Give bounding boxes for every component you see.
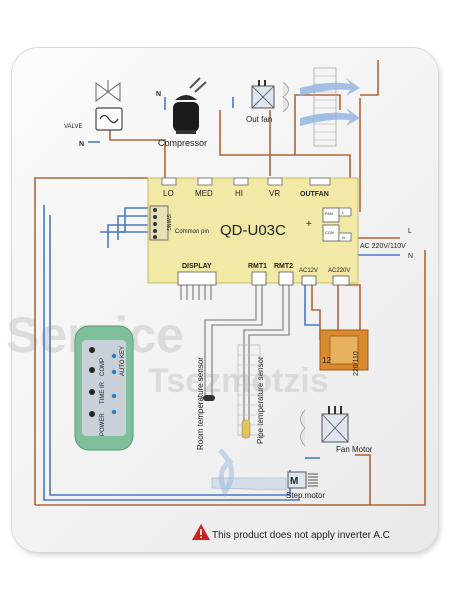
remote-btn-auto: AUTO (120, 359, 126, 376)
brown-wires (34, 60, 426, 506)
terminal-outfan: OUTFAN (300, 191, 329, 198)
ac12v-connector (301, 275, 317, 286)
terminal-lo: LO (163, 189, 174, 198)
display-connector (177, 271, 217, 286)
ac220v-label: AC220V (328, 268, 350, 274)
display-label: DISPLAY (182, 263, 212, 270)
terminal-hi: HI (235, 189, 243, 198)
warning-icon (192, 524, 210, 540)
relay-l-term (338, 207, 352, 217)
fan-motor (300, 406, 349, 447)
relay-n-label: N (342, 235, 345, 240)
power-supply-label: AC 220V/110V (360, 243, 406, 250)
pipe-sensor (241, 419, 251, 439)
power-l-label: L (408, 228, 412, 235)
terminal-med: MED (195, 189, 213, 198)
out-fan-motor (251, 80, 289, 113)
terminal-vr: VR (269, 189, 280, 198)
swing-label: SWING (165, 214, 171, 231)
ac220v-connector (332, 275, 350, 286)
airflow-swirl (218, 448, 234, 498)
swing-pins (153, 208, 157, 239)
remote-receiver (74, 325, 134, 451)
ac12v-label: AC12V (299, 268, 318, 274)
fan-motor-label: Fan Motor (336, 445, 373, 454)
relay-fan-label: FAN (325, 211, 333, 216)
warning-text: This product does not apply inverter A.C (212, 530, 390, 541)
transformer-12-label: 12 (322, 356, 331, 365)
board-model: QD-U03C (220, 222, 286, 239)
evaporator-coil (237, 344, 261, 436)
transformer (319, 329, 369, 371)
valve-symbol (95, 80, 123, 131)
pipe-sensor-label: Pipe temperature sensor (256, 356, 265, 444)
compressor-label: Compressor (158, 138, 207, 148)
transformer-220-label: 220/110 (353, 351, 360, 376)
out-fan-label: Out fan (246, 115, 272, 124)
board-top-terminals (161, 177, 331, 186)
compressor-symbol (173, 77, 207, 134)
room-sensor (203, 395, 215, 401)
relay-con-label: CON (325, 230, 334, 235)
valve-n-label: N (79, 141, 84, 148)
remote-btn-ir: IR (100, 381, 106, 388)
svg-text:M: M (290, 476, 298, 487)
valve-label: VALVE (64, 124, 82, 130)
rmt2-connector (278, 271, 294, 286)
rmt2-label: RMT2 (274, 263, 293, 270)
room-sensor-label: Room temperature sensor (196, 357, 205, 450)
remote-btn-power: POWER (100, 413, 106, 436)
relay-l-label: L (342, 210, 345, 215)
power-n-label: N (408, 253, 413, 260)
compressor-n-label: N (156, 91, 161, 98)
rmt1-connector (251, 271, 267, 286)
watermark-line2: Tsezmotzis (148, 362, 329, 400)
step-motor-label: Step.motor (286, 491, 325, 500)
step-motor: M (211, 471, 318, 491)
remote-btn-comp: COMP (100, 358, 106, 376)
remote-btn-time: TIME (100, 390, 106, 404)
condenser-grille (300, 67, 360, 147)
common-pin-label: Common pin (175, 229, 209, 235)
remote-btn-key: KEY (120, 346, 126, 358)
rmt1-label: RMT1 (248, 263, 267, 270)
board-model-plus: + (306, 219, 312, 230)
diagram-card (12, 48, 438, 552)
relay-n-term (338, 232, 352, 242)
